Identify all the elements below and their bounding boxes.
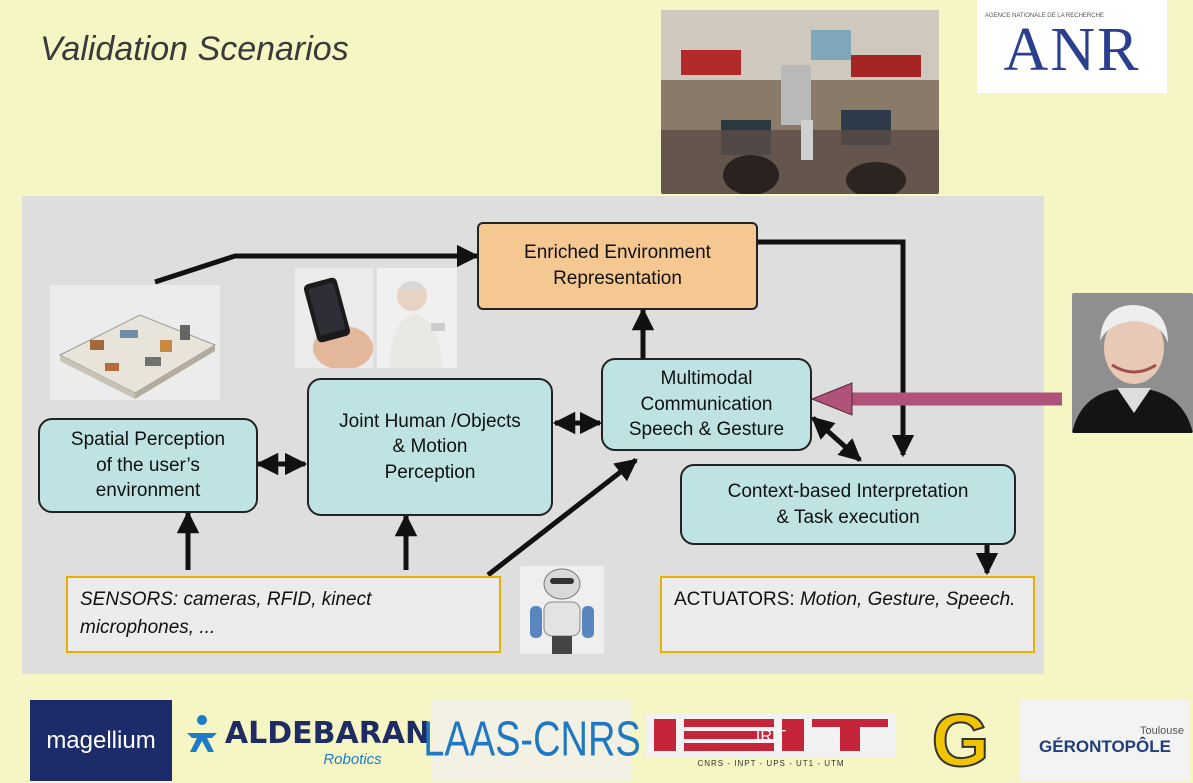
irit-text: IRIT	[756, 728, 786, 745]
elderly-woman-photo	[1072, 293, 1193, 433]
arrow-home-to-env	[154, 244, 480, 285]
aldebaran-icon	[186, 715, 217, 752]
enriched-environment-label: Enriched Environment Representation	[524, 242, 711, 289]
irit-subtext: CNRS - INPT - UPS - UT1 - UTM	[697, 759, 845, 768]
joint-perception-label: Joint Human /Objects & Motion Perception	[339, 410, 521, 483]
magellium-text: magellium	[46, 726, 156, 754]
sensors-box: SENSORS: cameras, RFID, kinect microphon…	[66, 576, 501, 653]
anr-small-text: AGENCE NATIONALE DE LA RECHERCHE	[985, 12, 1104, 19]
slide-title: Validation Scenarios	[40, 30, 349, 68]
gerontopole-text: GÉRONTOPÔLE	[1039, 736, 1171, 756]
enriched-environment-node: Enriched Environment Representation	[477, 222, 758, 310]
anr-logo: AGENCE NATIONALE DE LA RECHERCHE ANR	[977, 0, 1167, 93]
arrow-sensors-multimodal	[486, 458, 638, 577]
context-interpretation-node: Context-based Interpretation & Task exec…	[680, 464, 1016, 545]
smart-home-icon	[50, 285, 220, 400]
aldebaran-subtext: Robotics	[323, 751, 382, 768]
gerontopole-logo: Toulouse GÉRONTOPÔLE	[1020, 700, 1190, 781]
anr-text: ANR	[1003, 15, 1141, 84]
arrow-multimodal-context	[811, 416, 862, 462]
actuators-values: Motion, Gesture, Speech.	[799, 589, 1016, 610]
magellium-logo: magellium	[30, 700, 172, 781]
actuators-box: ACTUATORS: Motion, Gesture, Speech.	[660, 576, 1035, 653]
irit-mark: IRIT	[646, 713, 896, 757]
multimodal-communication-label: Multimodal Communication Speech & Gestur…	[628, 368, 785, 441]
joint-perception-node: Joint Human /Objects & Motion Perception	[307, 378, 553, 516]
spatial-perception-node: Spatial Perception of the user’s environ…	[38, 418, 258, 513]
spatial-perception-label: Spatial Perception of the user’s environ…	[70, 429, 226, 502]
arrow-env-to-context	[758, 239, 915, 458]
sensors-label: SENSORS: cameras, RFID, kinect microphon…	[80, 589, 372, 638]
robot-icon	[520, 566, 604, 654]
laas-cnrs-text: LAAS-CNRS	[423, 712, 641, 768]
multimodal-communication-node: Multimodal Communication Speech & Gestur…	[601, 358, 812, 451]
context-interpretation-label: Context-based Interpretation & Task exec…	[727, 480, 969, 528]
aldebaran-logo: ALDEBARAN Robotics	[186, 700, 430, 781]
lab-room-photo	[661, 10, 939, 194]
g-logo: G	[918, 698, 1003, 783]
aldebaran-text: ALDEBARAN	[224, 715, 431, 751]
arrow-user-multimodal-head	[810, 382, 853, 416]
laas-cnrs-logo: LAAS-CNRS	[423, 700, 641, 781]
gerontopole-small: Toulouse	[1139, 724, 1184, 737]
irit-logo: IRIT CNRS - INPT - UPS - UT1 - UTM	[640, 700, 902, 781]
g-logo-text: G	[931, 698, 991, 783]
actuators-prefix: ACTUATORS:	[674, 589, 800, 610]
smartphone-icon	[295, 268, 373, 368]
elderly-person-icon	[377, 268, 457, 368]
